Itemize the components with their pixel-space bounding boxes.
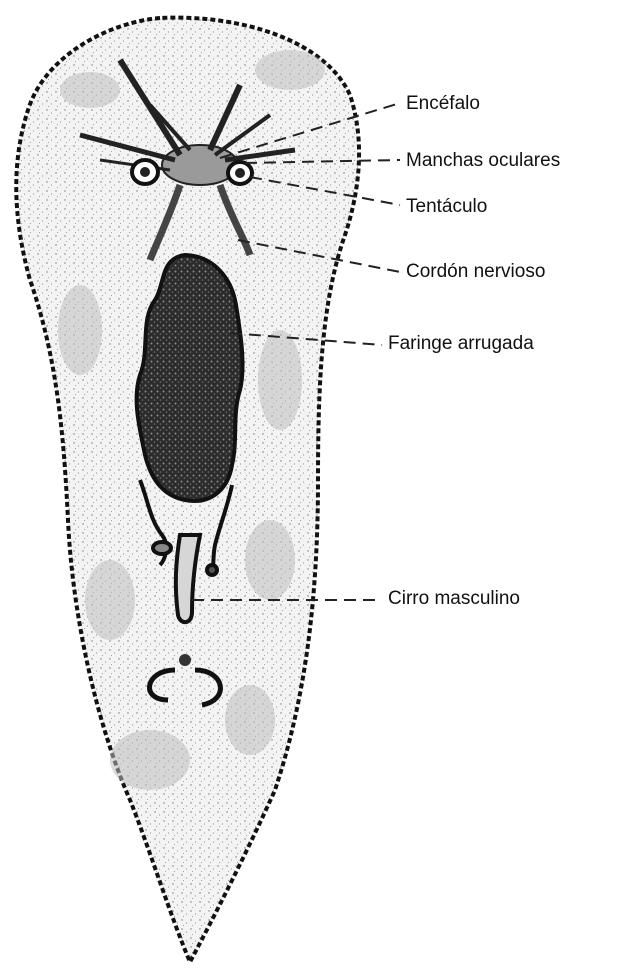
label-cirro-masculino: Cirro masculino bbox=[388, 589, 520, 608]
label-manchas-oculares: Manchas oculares bbox=[406, 151, 560, 170]
label-faringe-arrugada: Faringe arrugada bbox=[388, 334, 534, 353]
label-tentaculo: Tentáculo bbox=[406, 197, 487, 216]
label-cordon-nervioso: Cordón nervioso bbox=[406, 262, 545, 281]
label-encefalo: Encéfalo bbox=[406, 94, 480, 113]
